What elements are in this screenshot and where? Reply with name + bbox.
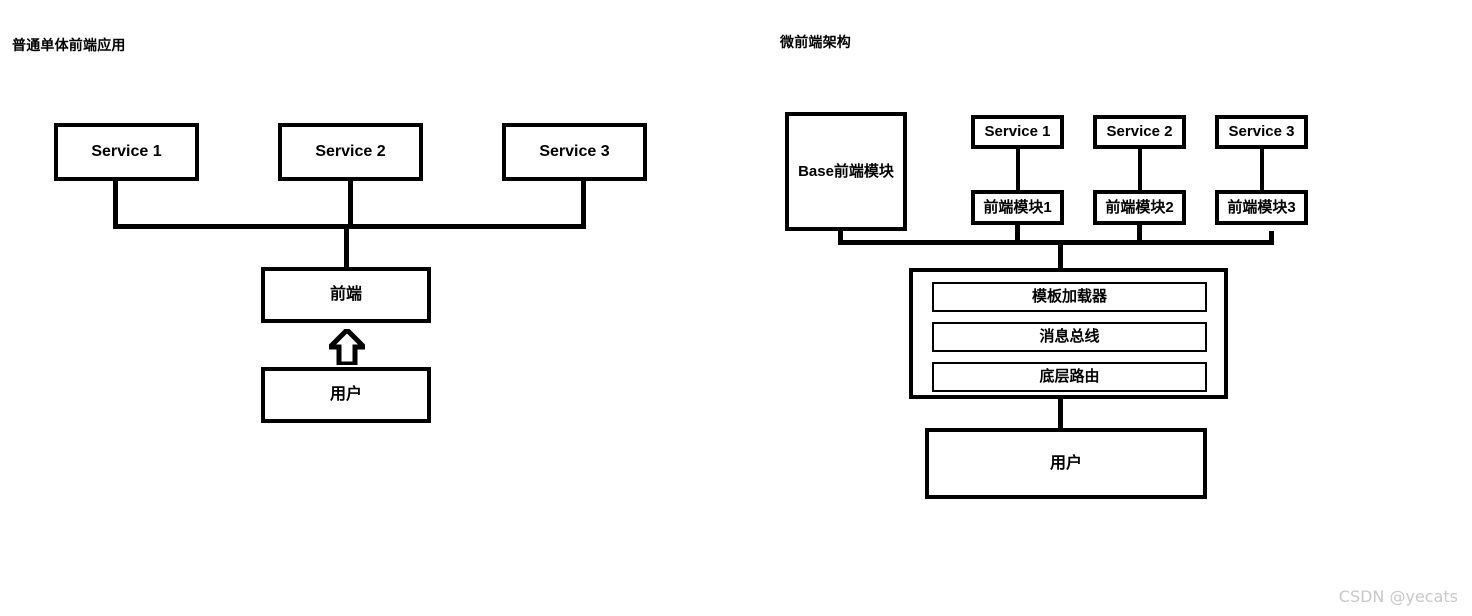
left-connector-service2-drop bbox=[348, 181, 353, 229]
right-connector-bus bbox=[838, 240, 1274, 245]
left-user-box: 用户 bbox=[261, 367, 431, 423]
base-frontend-module-label: Base前端模块 bbox=[798, 162, 894, 180]
right-service-2-label: Service 2 bbox=[1106, 123, 1173, 140]
frontend-module-3-label: 前端模块3 bbox=[1227, 198, 1296, 216]
right-user-box: 用户 bbox=[925, 428, 1207, 499]
frontend-module-1-label: 前端模块1 bbox=[983, 198, 1052, 216]
left-connector-service3-drop bbox=[581, 181, 586, 229]
left-user-label: 用户 bbox=[329, 386, 362, 404]
platform-item-message-bus-label: 消息总线 bbox=[1039, 328, 1100, 345]
left-service-3-label: Service 3 bbox=[539, 143, 610, 161]
right-connector-module1-drop bbox=[1015, 225, 1020, 245]
right-connector-bus-to-platform bbox=[1058, 240, 1063, 270]
right-connector-service1-to-module1 bbox=[1016, 149, 1020, 190]
right-connector-module3-drop bbox=[1269, 231, 1274, 245]
right-service-3-box: Service 3 bbox=[1215, 115, 1308, 149]
left-service-1-label: Service 1 bbox=[91, 143, 162, 161]
platform-item-template-loader-label: 模板加载器 bbox=[1031, 288, 1107, 305]
platform-item-message-bus: 消息总线 bbox=[932, 322, 1207, 352]
right-service-2-box: Service 2 bbox=[1093, 115, 1186, 149]
frontend-module-2-box: 前端模块2 bbox=[1093, 190, 1186, 225]
frontend-module-1-box: 前端模块1 bbox=[971, 190, 1064, 225]
right-service-1-box: Service 1 bbox=[971, 115, 1064, 149]
left-service-2-box: Service 2 bbox=[278, 123, 423, 181]
left-service-1-box: Service 1 bbox=[54, 123, 199, 181]
platform-item-base-router-label: 底层路由 bbox=[1039, 368, 1100, 385]
platform-item-template-loader: 模板加载器 bbox=[932, 282, 1207, 312]
left-panel-title: 普通单体前端应用 bbox=[12, 37, 126, 53]
platform-container-box: 模板加载器 消息总线 底层路由 bbox=[909, 268, 1228, 399]
left-connector-bus bbox=[113, 224, 586, 229]
right-connector-base-drop bbox=[838, 231, 843, 245]
left-connector-service1-drop bbox=[113, 181, 118, 229]
base-frontend-module-box: Base前端模块 bbox=[785, 112, 907, 231]
right-service-1-label: Service 1 bbox=[984, 123, 1051, 140]
left-frontend-label: 前端 bbox=[329, 286, 362, 304]
right-connector-service2-to-module2 bbox=[1138, 149, 1142, 190]
right-connector-module2-drop bbox=[1137, 225, 1142, 245]
right-connector-service3-to-module3 bbox=[1260, 149, 1264, 190]
left-frontend-box: 前端 bbox=[261, 267, 431, 323]
frontend-module-3-box: 前端模块3 bbox=[1215, 190, 1308, 225]
left-service-2-label: Service 2 bbox=[315, 143, 386, 161]
up-block-arrow-icon bbox=[329, 329, 365, 365]
frontend-module-2-label: 前端模块2 bbox=[1105, 198, 1174, 216]
watermark: CSDN @yecats bbox=[1338, 587, 1458, 606]
right-panel-title: 微前端架构 bbox=[780, 34, 851, 50]
right-connector-platform-to-user bbox=[1058, 397, 1063, 429]
left-service-3-box: Service 3 bbox=[502, 123, 647, 181]
platform-item-base-router: 底层路由 bbox=[932, 362, 1207, 392]
right-user-label: 用户 bbox=[1049, 454, 1082, 472]
left-connector-bus-to-frontend bbox=[344, 224, 349, 268]
right-service-3-label: Service 3 bbox=[1228, 123, 1295, 140]
